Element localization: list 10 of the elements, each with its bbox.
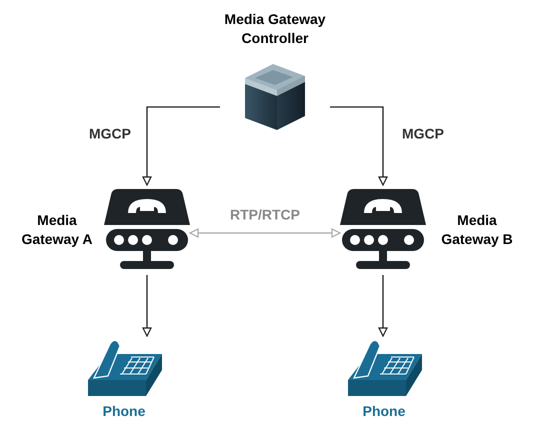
node-title: Media Gateway A <box>20 211 94 249</box>
node-title: Phone <box>102 402 146 421</box>
connector-arrow <box>142 275 152 337</box>
connector-arrow <box>330 106 388 186</box>
node-title: Phone <box>362 402 406 421</box>
node-title: Media Gateway B <box>440 211 514 249</box>
connector-arrow <box>378 275 388 337</box>
node-title: Media Gateway Controller <box>223 10 327 48</box>
connector-arrow <box>142 106 220 186</box>
connector-arrow <box>189 228 341 238</box>
